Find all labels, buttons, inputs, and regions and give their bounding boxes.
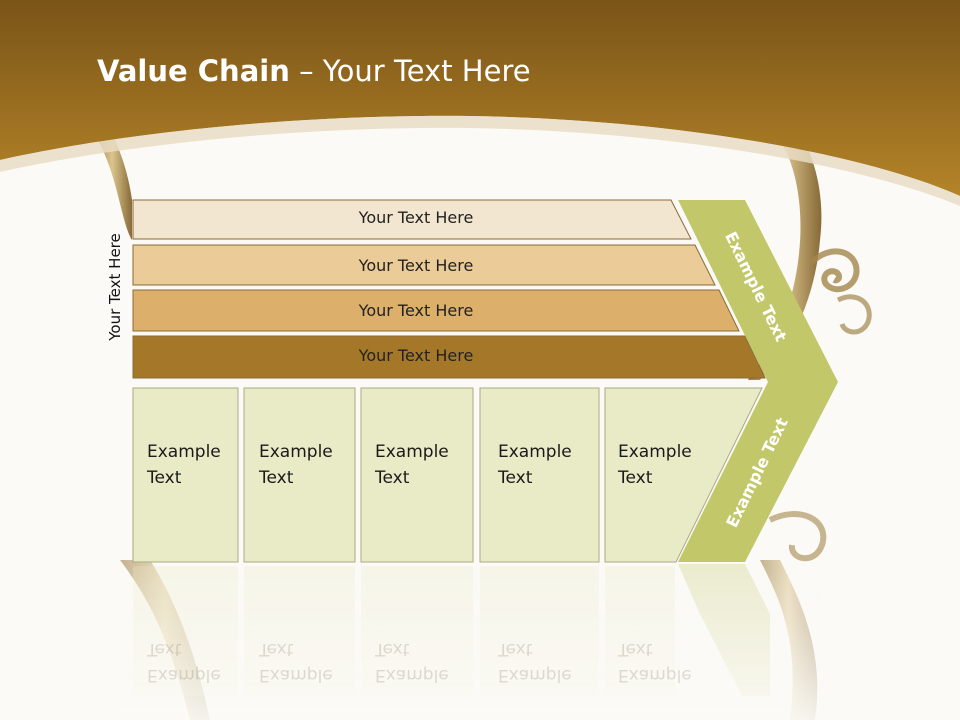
cell-3-line2: Text [375, 468, 410, 488]
value-bar-2 [132, 244, 716, 286]
refl-1-line2: Text [147, 639, 182, 659]
cells-reflection [120, 564, 820, 720]
cell-1-line2: Text [147, 468, 182, 488]
chevron-arrow [678, 200, 838, 562]
value-cell-5 [604, 387, 763, 563]
cell-text-1: Example Text [147, 439, 221, 491]
refl-5-line1: Example [618, 665, 692, 685]
cell-5-line1: Example [618, 442, 692, 462]
header-band [0, 0, 960, 196]
refl-4-line2: Text [498, 639, 533, 659]
refl-2-line2: Text [259, 639, 294, 659]
value-cell-3 [360, 387, 474, 563]
chevron-upper-label: Example Text [721, 229, 791, 345]
cell-5-line2: Text [618, 468, 653, 488]
chevron-lower-label: Example Text [722, 414, 792, 530]
cell-text-5: Example Text [618, 439, 692, 491]
value-cell-4 [479, 387, 600, 563]
cell-3-line1: Example [375, 442, 449, 462]
cell-reflection-4: Example Text [498, 636, 572, 688]
refl-5-line2: Text [618, 639, 653, 659]
cell-4-line2: Text [498, 468, 533, 488]
cell-1-line1: Example [147, 442, 221, 462]
bars-group [132, 199, 766, 379]
refl-3-line2: Text [375, 639, 410, 659]
cell-text-4: Example Text [498, 439, 572, 491]
cell-text-3: Example Text [375, 439, 449, 491]
cell-reflection-5: Example Text [618, 636, 692, 688]
value-bar-4 [132, 335, 766, 379]
bar-label-4: Your Text Here [358, 346, 474, 365]
cell-2-line2: Text [259, 468, 294, 488]
cell-2-line1: Example [259, 442, 333, 462]
bar-label-3: Your Text Here [358, 301, 474, 320]
cells-group [132, 387, 763, 563]
cell-reflection-2: Example Text [259, 636, 333, 688]
value-bar-3 [132, 289, 740, 332]
cell-4-line1: Example [498, 442, 572, 462]
refl-2-line1: Example [259, 665, 333, 685]
bar-label-2: Your Text Here [358, 256, 474, 275]
value-cell-1 [132, 387, 239, 563]
value-bar-1 [132, 199, 692, 240]
refl-1-line1: Example [147, 665, 221, 685]
title-bold: Value Chain [97, 54, 290, 88]
cell-text-2: Example Text [259, 439, 333, 491]
cell-reflection-1: Example Text [147, 636, 221, 688]
refl-3-line1: Example [375, 665, 449, 685]
cell-reflection-3: Example Text [375, 636, 449, 688]
refl-4-line1: Example [498, 665, 572, 685]
slide-title: Value Chain – Your Text Here [97, 54, 531, 88]
value-cell-2 [243, 387, 356, 563]
title-rest: – Your Text Here [289, 54, 531, 88]
bar-label-1: Your Text Here [358, 208, 474, 227]
header-swoosh [0, 115, 960, 206]
